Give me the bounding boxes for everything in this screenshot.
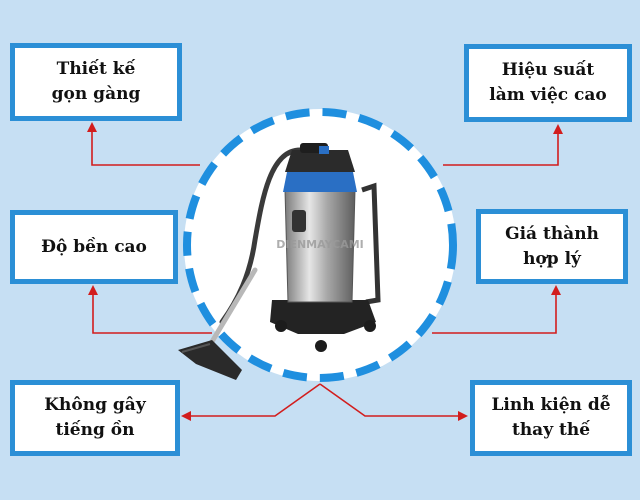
feature-box-durability: Độ bền cao: [10, 210, 178, 284]
feature-label-durability: Độ bền cao: [41, 236, 147, 257]
connector-arrows: [87, 122, 563, 421]
feature-label-design: Thiết kế gọn gàng: [51, 59, 141, 104]
arrow-top-right: [443, 124, 563, 166]
feature-label-performance: Hiệu suất làm việc cao: [489, 60, 607, 105]
arrow-mid-right: [432, 285, 561, 334]
feature-box-design: Thiết kế gọn gàng: [10, 43, 182, 121]
product-watermark: DIENMAYCAMI: [276, 238, 364, 251]
feature-label-price: Giá thành hợp lý: [505, 223, 599, 269]
arrow-mid-left: [88, 285, 212, 334]
feature-box-quiet: Không gây tiếng ồn: [10, 380, 180, 456]
arrow-top-left: [87, 122, 200, 166]
feature-label-quiet: Không gây tiếng ồn: [44, 395, 146, 440]
feature-box-performance: Hiệu suất làm việc cao: [464, 44, 632, 122]
arrow-bottom-right: [319, 383, 468, 421]
feature-box-price: Giá thành hợp lý: [476, 209, 628, 284]
vacuum-cleaner-image: DIENMAYCAMI: [178, 143, 381, 380]
feature-label-parts: Linh kiện dễ thay thế: [491, 395, 611, 440]
feature-box-parts: Linh kiện dễ thay thế: [470, 380, 632, 456]
floor-nozzle: [178, 340, 242, 380]
arrow-bottom-left: [181, 383, 321, 421]
